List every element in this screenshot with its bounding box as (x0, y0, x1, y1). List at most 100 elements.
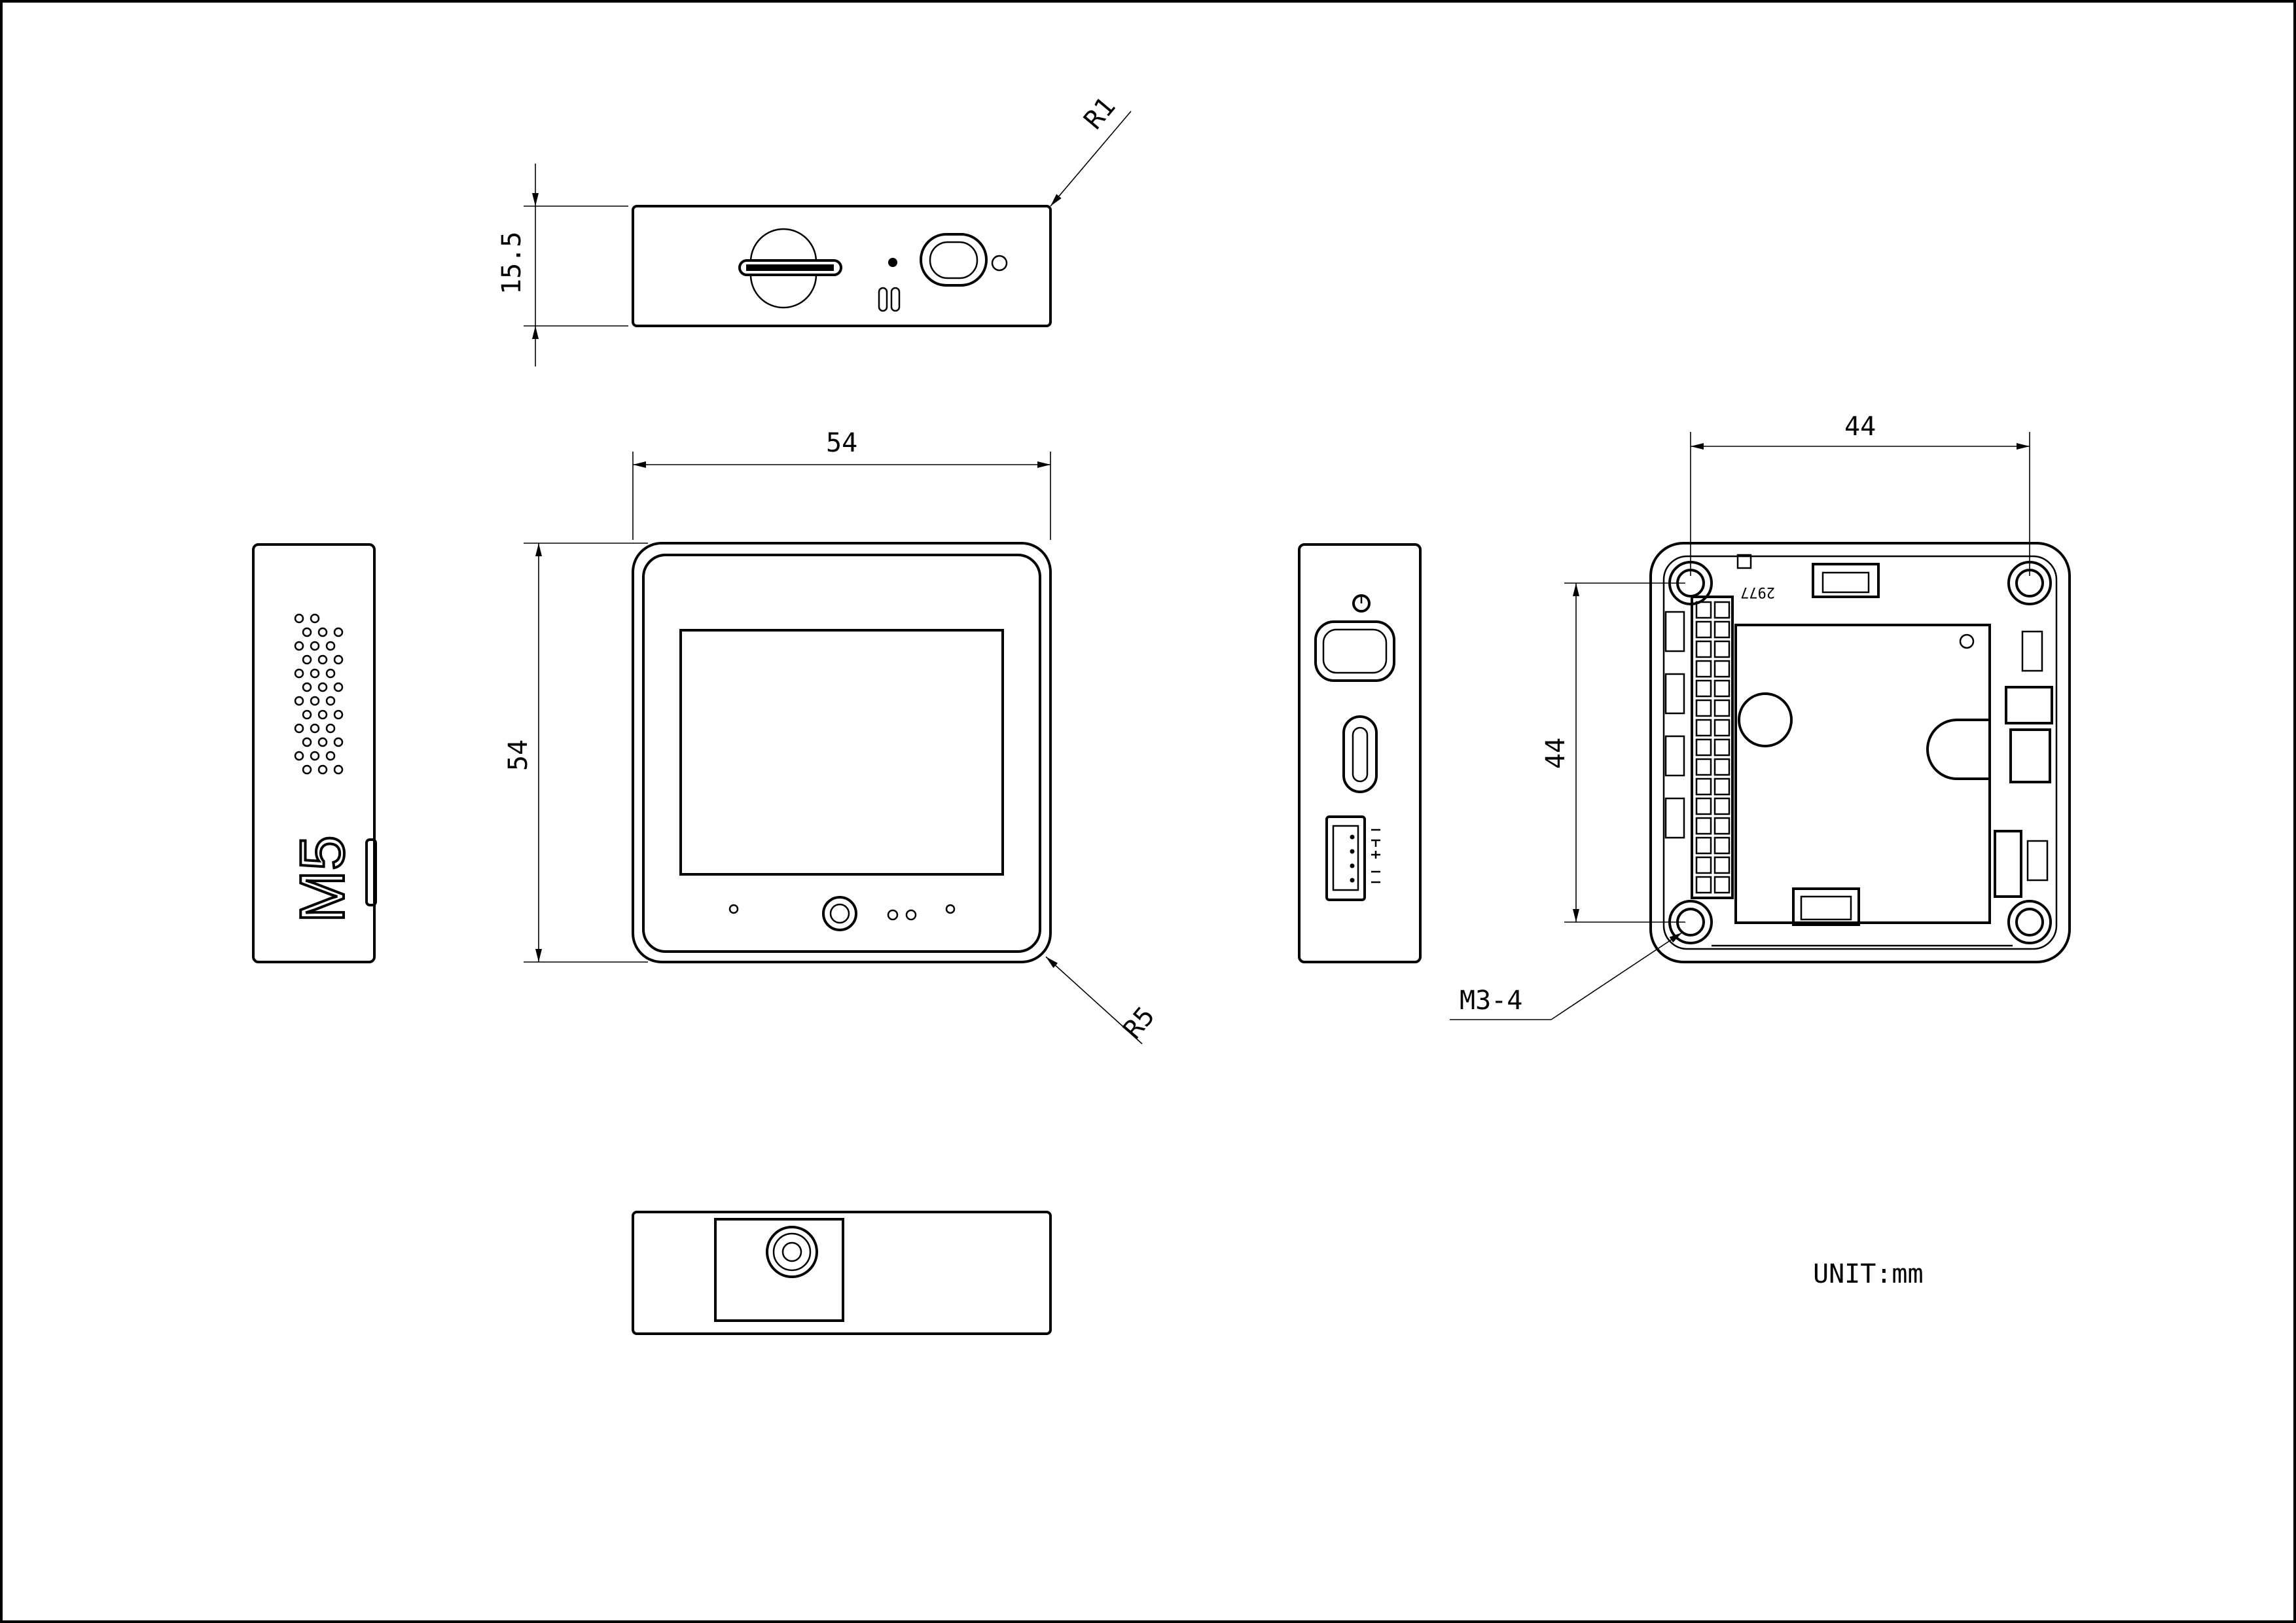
top-view-radius-label: R1 (1078, 92, 1121, 135)
header-pin (1695, 817, 1712, 835)
speaker-hole (333, 627, 344, 637)
speaker-hole (317, 764, 328, 775)
bottom-camera-module (714, 1218, 844, 1322)
speaker-hole (294, 723, 304, 734)
speaker-hole (294, 613, 304, 624)
side-power-button-icon (1314, 620, 1395, 682)
speaker-hole (302, 654, 312, 665)
speaker-hole (333, 654, 344, 665)
header-pin (1713, 758, 1731, 776)
speaker-hole (294, 668, 304, 679)
header-pin (1713, 876, 1731, 894)
header-pin (1695, 601, 1712, 619)
header-pin (1713, 797, 1731, 815)
right-side-view (1298, 543, 1422, 963)
bottom-view-body (632, 1211, 1052, 1335)
speaker-hole (325, 751, 336, 761)
speaker-hole (325, 696, 336, 706)
back-view-outer-body (1649, 542, 2071, 963)
bottom-camera-lens-icon (766, 1226, 818, 1278)
header-pin (1713, 640, 1731, 658)
speaker-hole (317, 737, 328, 747)
speaker-hole (294, 751, 304, 761)
speaker-hole (333, 737, 344, 747)
left-side-view: M5 (252, 543, 377, 963)
header-pin (1695, 660, 1712, 678)
speaker-hole (302, 709, 312, 720)
speaker-hole (333, 682, 344, 692)
expansion-header-icon (1691, 596, 1734, 899)
header-pin (1695, 836, 1712, 855)
back-hole-spacing-x-label: 44 (1844, 412, 1876, 442)
header-pin (1713, 738, 1731, 757)
header-pin (1695, 738, 1712, 757)
front-height-label: 54 (503, 740, 533, 771)
header-pin (1695, 856, 1712, 874)
header-pin (1713, 620, 1731, 639)
top-view-height-label: 15.5 (497, 232, 527, 294)
speaker-hole (325, 723, 336, 734)
header-pin (1695, 758, 1712, 776)
grove-port-icon (1325, 815, 1366, 901)
header-pin (1695, 620, 1712, 639)
front-mic-hole-icon (887, 909, 899, 921)
right-side-body (1298, 543, 1422, 963)
front-view-outer-body (632, 542, 1052, 963)
header-pin (1713, 856, 1731, 874)
header-pin-grid (1695, 601, 1731, 894)
speaker-hole (317, 654, 328, 665)
speaker-hole (310, 641, 320, 651)
front-camera-icon (822, 896, 857, 931)
front-left-led-icon (728, 904, 739, 914)
back-view: 2977 44 44 M3-4 (1450, 412, 2071, 1020)
speaker-hole (302, 682, 312, 692)
lcd-screen (679, 629, 1004, 876)
speaker-hole (325, 668, 336, 679)
header-pin (1713, 601, 1731, 619)
speaker-hole (317, 627, 328, 637)
front-width-label: 54 (826, 428, 857, 458)
header-pin (1695, 797, 1712, 815)
speaker-hole (302, 627, 312, 637)
speaker-hole (325, 641, 336, 651)
microphone-hole-icon (878, 287, 888, 312)
pcb-shield-outline (1734, 624, 1991, 924)
header-pin (1695, 876, 1712, 894)
header-pin (1713, 719, 1731, 737)
front-radius-label: R5 (1117, 1001, 1160, 1044)
speaker-hole (333, 709, 344, 720)
header-pin (1713, 679, 1731, 698)
top-view-body (632, 205, 1052, 327)
speaker-hole (310, 668, 320, 679)
left-clips (1664, 611, 1685, 839)
speaker-hole (310, 723, 320, 734)
header-pin (1713, 660, 1731, 678)
battery-connector-icon (1792, 887, 1860, 926)
bottom-view (632, 1211, 1052, 1335)
header-pin (1695, 777, 1712, 796)
header-pin (1713, 836, 1731, 855)
speaker-grille-icon (294, 613, 344, 775)
sd-card-slot-icon (749, 228, 817, 262)
screw-callout-label: M3-4 (1460, 986, 1522, 1016)
header-pin (1695, 640, 1712, 658)
power-button-icon (920, 233, 988, 287)
grove-pin-labels (1371, 829, 1380, 883)
reset-button-icon (1352, 594, 1371, 613)
mount-hole-bottom-right-icon (2007, 900, 2052, 944)
header-pin (1695, 679, 1712, 698)
top-connector-icon (1812, 563, 1880, 598)
left-side-body (252, 543, 376, 963)
usb-c-port-icon (1342, 715, 1378, 793)
speaker-hole (294, 641, 304, 651)
speaker-hole (317, 682, 328, 692)
header-pin (1713, 699, 1731, 717)
header-pin (1695, 719, 1712, 737)
top-view: 15.5 R1 (497, 92, 1132, 366)
front-view-bezel (642, 554, 1041, 953)
led-indicator-icon (888, 258, 897, 267)
speaker-hole (294, 696, 304, 706)
m5-logo: M5 (287, 836, 357, 923)
